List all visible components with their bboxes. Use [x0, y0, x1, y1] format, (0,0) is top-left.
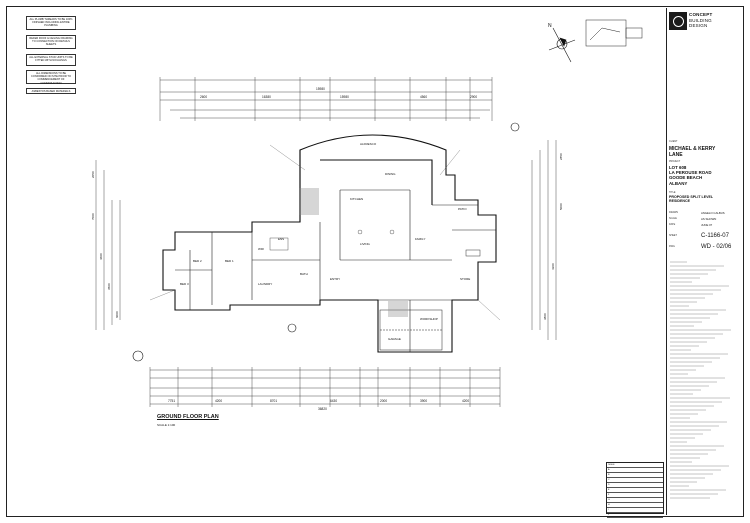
room-bed-2: BED 2	[193, 259, 202, 263]
revision-row: G	[607, 498, 663, 503]
revision-row: ISSUE	[607, 463, 663, 468]
dim-left-3: 3500	[107, 283, 111, 290]
revision-row: B	[607, 473, 663, 478]
room-patio: PATIO	[458, 207, 467, 211]
dim-top-0: 2600	[200, 95, 207, 99]
note-box-2: REFER ROOF & CEILING FRAMING TO CONNECTI…	[26, 35, 76, 49]
room-family: FAMILY	[415, 237, 425, 241]
dim-bottom-5: 3900	[420, 399, 427, 403]
company-name: CONCEPT BUILDING DESIGN	[689, 12, 713, 28]
sheet-number: C-1166-07	[701, 233, 729, 239]
client-name: MICHAEL & KERRY LANE	[669, 146, 716, 158]
date-label: DATE	[669, 223, 676, 226]
dimension-values: 15980 2600 16380 15980 4560 2900 36820 7…	[168, 87, 477, 411]
note-box-1: ALL PLUMB THREADS TO BE 100% FINISHED IN…	[26, 16, 76, 30]
drawing-number: WD - 02/06	[701, 244, 732, 250]
dim-left-2: 4600	[99, 253, 103, 260]
room-living: LIVING	[360, 242, 371, 246]
north-label: N	[548, 23, 552, 29]
specification-text-lines	[670, 261, 731, 499]
section-markers	[132, 122, 520, 362]
left-dimension-strings	[95, 160, 121, 330]
dim-right-1: 5000	[559, 203, 563, 210]
staircase	[299, 188, 408, 317]
revision-row: A	[607, 468, 663, 473]
revision-row: E	[607, 488, 663, 493]
note-box-4: ALL DIMENSIONS TO BE CONFIRMED ON SITE P…	[26, 70, 76, 85]
floor-fixtures	[269, 229, 481, 257]
title-block: CONCEPT BUILDING DESIGN CLIENT MICHAEL &…	[666, 8, 743, 515]
room-entry: ENTRY	[330, 277, 340, 281]
revision-row: C	[607, 478, 663, 483]
revision-row: H	[607, 503, 663, 508]
revision-row: I	[607, 508, 663, 513]
project-description: PROPOSED SPLIT LEVEL RESIDENCE	[669, 195, 714, 204]
room-workshop: WORKSHOP	[420, 317, 438, 321]
title-label: TITLE	[669, 191, 676, 194]
dim-bottom-1: 4200	[215, 399, 222, 403]
drawn-value: ANGELO CALBUS	[701, 211, 725, 215]
room-dining: DINING	[385, 172, 396, 176]
room-kitchen: KITCHEN	[350, 197, 363, 201]
dim-left-4: 6000	[115, 311, 119, 318]
room-laundry: LAUNDRY	[258, 282, 272, 286]
room-bed-3: BED 3	[180, 282, 189, 286]
revision-row: F	[607, 493, 663, 498]
room-bed-1: BED 1	[225, 259, 234, 263]
dim-top-2: 15980	[340, 95, 349, 99]
dim-right-2: 4300	[551, 263, 555, 270]
note-box-5: ASBESTOS BASED MATERIALS	[26, 88, 76, 94]
bottom-dimension-strings	[149, 367, 501, 407]
project-address: LOT 608 LA PEROUSE ROAD GOODE BEACH ALBA…	[669, 165, 712, 186]
drawn-label: DRAWN	[669, 211, 678, 214]
scale-label: SCALE	[669, 217, 677, 220]
client-label: CLIENT	[669, 140, 678, 143]
plan-scale: SCALE 1:100	[157, 423, 176, 427]
revision-row: J	[607, 513, 663, 518]
room-alfresco: ALFRESCO	[360, 142, 377, 146]
project-label: PROJECT	[669, 160, 681, 163]
room-bath: BATH	[300, 272, 308, 276]
site-key-sketch	[585, 19, 643, 47]
scale-value: AS SHOWN	[701, 217, 717, 221]
dim-overall-top: 15980	[316, 87, 325, 91]
date-value: JUNE 07	[701, 223, 713, 227]
dim-bottom-4: 2000	[380, 399, 387, 403]
dim-top-3: 4560	[420, 95, 427, 99]
right-dimension-strings	[531, 140, 557, 340]
company-logo-icon	[669, 12, 687, 30]
room-labels: BED 1 BED 2 BED 3 KITCHEN LIVING FAMILY …	[180, 142, 470, 341]
dim-top-1: 16380	[262, 95, 271, 99]
room-store: STORE	[460, 277, 470, 281]
room-ensuite: ENS	[278, 237, 284, 241]
dwg-label: DWG	[669, 245, 675, 248]
dim-left-1: 7000	[91, 213, 95, 220]
garage-block	[379, 309, 443, 351]
dim-bottom-3: 6430	[330, 399, 337, 403]
dim-left-0: 2050	[91, 171, 95, 178]
dim-overall-bottom: 36820	[318, 407, 327, 411]
room-wir: WIR	[258, 247, 265, 251]
dim-bottom-2: 8701	[270, 399, 277, 403]
internal-walls	[175, 189, 496, 352]
dim-bottom-0: 7751	[168, 399, 175, 403]
room-garage: GARAGE	[388, 337, 401, 341]
dim-top-4: 2900	[470, 95, 477, 99]
revision-row: D	[607, 483, 663, 488]
dim-right-0: 2850	[559, 153, 563, 160]
annotation-leaders	[149, 144, 501, 321]
sheet-label: SHEET	[669, 234, 677, 237]
note-box-3: ALL EXTERNAL STUD UNITS TO BE FITTED WIT…	[26, 54, 76, 66]
north-arrow-icon: N	[548, 23, 576, 63]
drawing-sheet-border	[6, 6, 744, 517]
top-dimension-strings	[159, 77, 493, 121]
dim-bottom-6: 4200	[462, 399, 469, 403]
dim-right-3: 3800	[543, 313, 547, 320]
plan-title: GROUND FLOOR PLAN	[157, 414, 219, 420]
vertical-dimension-values: 2050 7000 4600 3500 6000 2850 5000 4300 …	[91, 153, 563, 320]
